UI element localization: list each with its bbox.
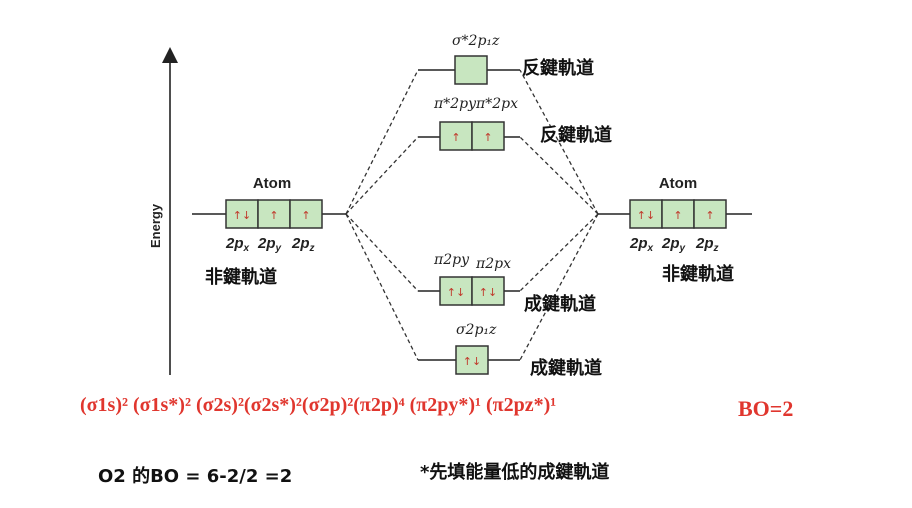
- electron: ↑↓: [447, 286, 465, 299]
- sigma-star-orbital: [418, 55, 520, 85]
- right-nonbonding-label: 非鍵軌道: [662, 263, 734, 285]
- sigma-category: 成鍵軌道: [530, 357, 602, 379]
- pi-star-category: 反鍵軌道: [540, 124, 612, 146]
- mo-diagram: Energy ↑↓ ↑ ↑ Atom 2px 2py 2pz 非鍵軌道 ↑↓ ↑…: [148, 33, 752, 379]
- right-atom-title: Atom: [659, 175, 697, 192]
- pi-orbitals: ↑↓ ↑↓: [418, 276, 520, 306]
- pi-px-label: π2px: [475, 256, 511, 272]
- electron: ↑↓: [479, 286, 497, 299]
- correlation-lines: [345, 69, 599, 361]
- sigma-orbital: ↑↓: [418, 345, 520, 375]
- electron: ↑↓: [463, 355, 481, 368]
- right-atom-2py-label: 2py: [661, 235, 686, 254]
- electron: ↑: [269, 209, 278, 222]
- sigma-label: σ2p₁z: [456, 322, 497, 338]
- pi-star-orbitals: ↑ ↑: [418, 121, 520, 151]
- left-atom-2py-label: 2py: [257, 235, 282, 254]
- left-atom-2px-label: 2px: [225, 235, 250, 254]
- electron: ↑: [705, 209, 714, 222]
- bond-order-label: BO=2: [738, 396, 794, 421]
- right-atom-orbitals: ↑↓ ↑ ↑: [598, 199, 752, 229]
- electron: ↑: [673, 209, 682, 222]
- electron: ↑↓: [233, 209, 251, 222]
- left-atom-title: Atom: [253, 175, 291, 192]
- electron-configuration: (σ1s)² (σ1s*)² (σ2s)²(σ2s*)²(σ2p)²(π2p)⁴…: [80, 394, 557, 416]
- pi-py-label: π2py: [433, 252, 470, 268]
- left-nonbonding-label: 非鍵軌道: [205, 266, 277, 288]
- sigma-star-label: σ*2p₁z: [452, 33, 500, 49]
- pi-star-py-label: π*2py: [433, 96, 477, 112]
- energy-axis-label: Energy: [148, 203, 163, 248]
- pi-star-px-label: π*2px: [475, 96, 518, 112]
- left-atom-orbitals: ↑↓ ↑ ↑: [192, 199, 346, 229]
- right-atom-2px-label: 2px: [629, 235, 654, 254]
- bond-order-calculation: O2 的BO = 6-2/2 =2: [98, 466, 293, 487]
- left-atom-2pz-label: 2pz: [291, 235, 315, 254]
- electron: ↑: [483, 131, 492, 144]
- filling-note: *先填能量低的成鍵軌道: [420, 462, 610, 483]
- electron: ↑: [451, 131, 460, 144]
- pi-category: 成鍵軌道: [524, 293, 596, 315]
- sigma-star-category: 反鍵軌道: [522, 57, 594, 79]
- right-atom-2pz-label: 2pz: [695, 235, 719, 254]
- electron: ↑↓: [637, 209, 655, 222]
- electron: ↑: [301, 209, 310, 222]
